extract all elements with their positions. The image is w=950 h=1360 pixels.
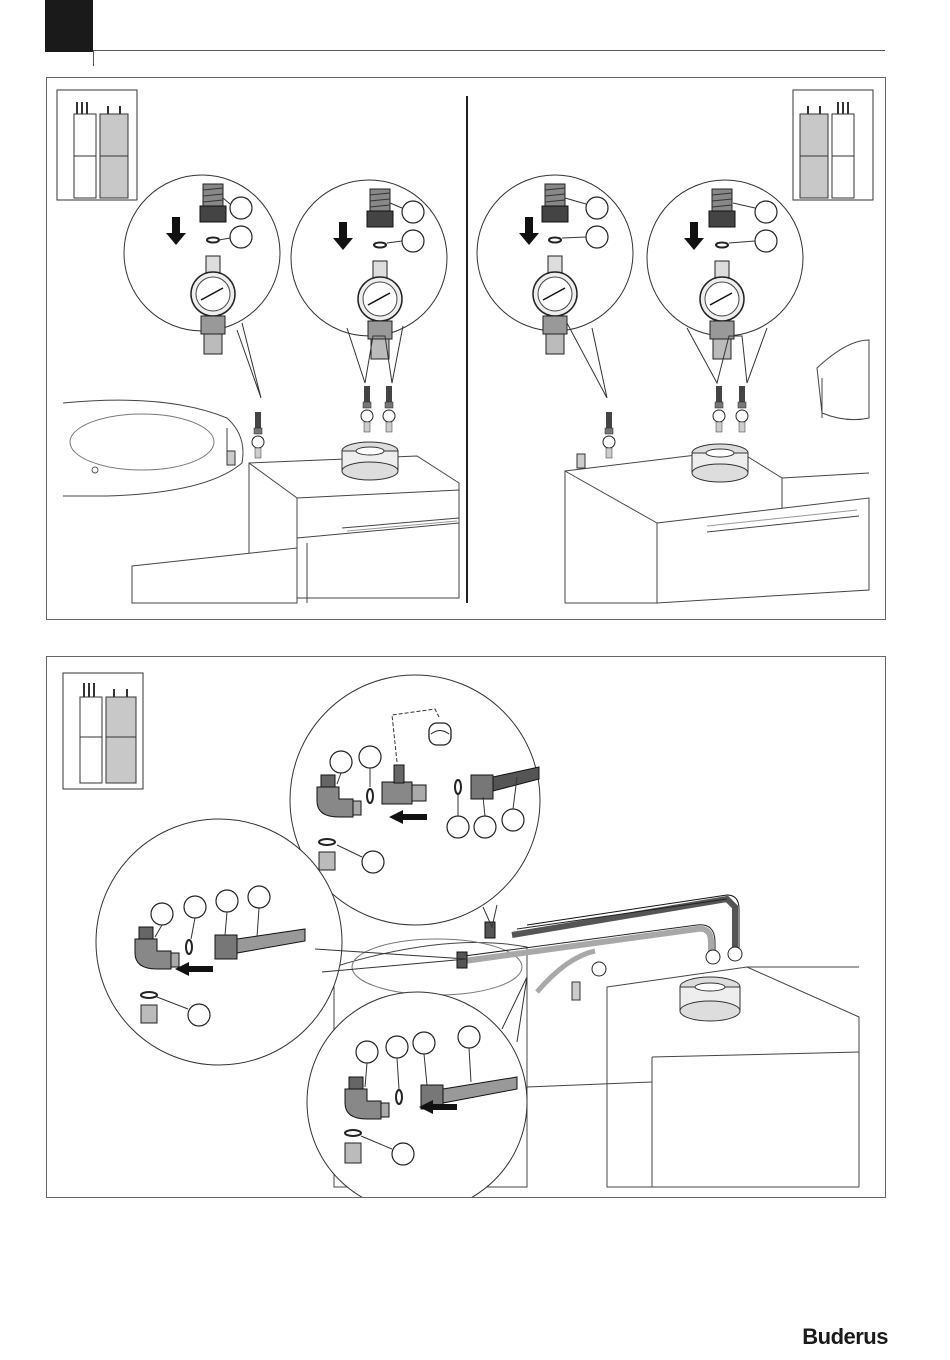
brand-logo: Buderus <box>773 1322 888 1352</box>
header-tick <box>93 50 94 66</box>
figure-panel-top <box>46 77 886 620</box>
detail-circle <box>647 180 803 383</box>
detail-circle <box>124 175 280 398</box>
boiler-unit-icon <box>57 90 137 200</box>
header-rule <box>93 50 885 51</box>
boiler-overview <box>63 386 459 603</box>
boiler-overview <box>565 340 869 603</box>
boiler-unit-icon <box>793 90 873 200</box>
installation-drawing-bottom <box>47 657 886 1198</box>
detail-circle <box>477 175 633 398</box>
corner-tab <box>45 0 93 52</box>
detail-circle <box>291 180 447 383</box>
boiler-unit-icon <box>63 673 143 789</box>
figure-panel-bottom <box>46 656 886 1198</box>
installation-drawing-top <box>47 78 886 620</box>
